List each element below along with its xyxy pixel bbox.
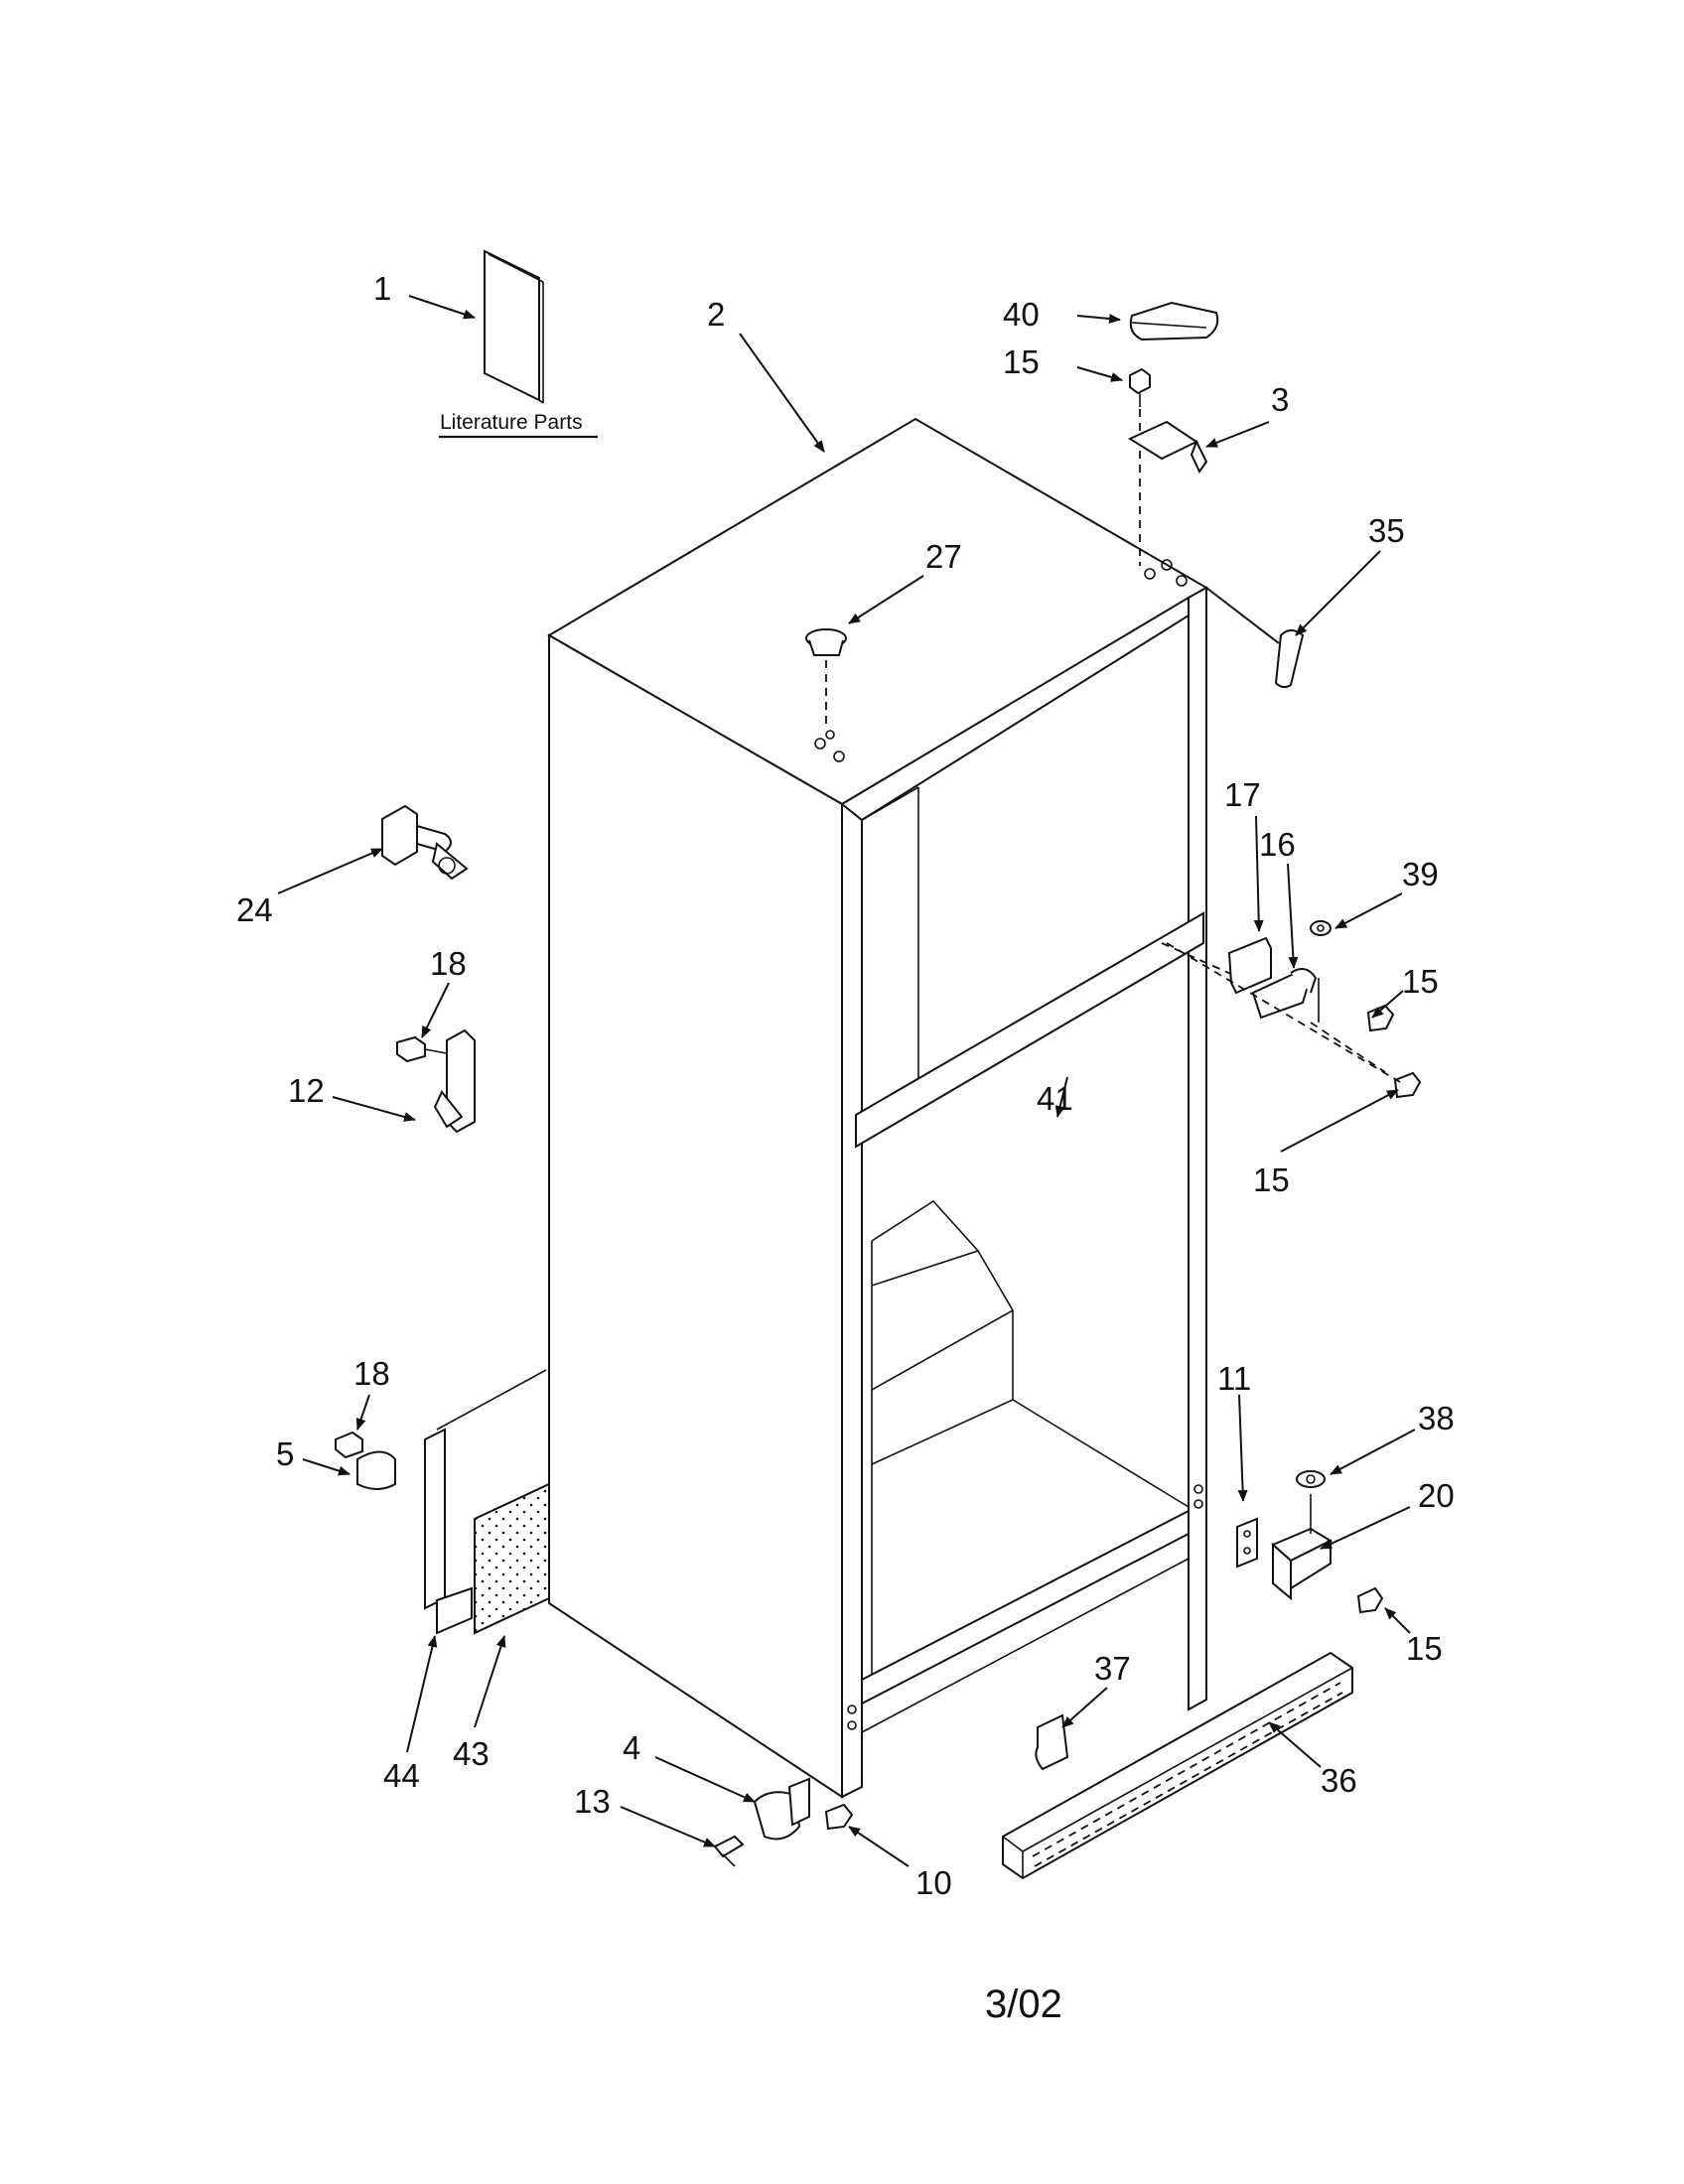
refrigerator-cabinet — [547, 417, 1208, 1799]
toe-grille-36 — [1002, 1651, 1353, 1880]
callout-24: 24 — [236, 891, 273, 928]
plug-27 — [805, 628, 847, 725]
callout-2: 2 — [707, 296, 725, 333]
callout-15-lower: 15 — [1253, 1161, 1290, 1198]
callout-37: 37 — [1094, 1650, 1131, 1687]
callout-15-top: 15 — [1003, 343, 1040, 380]
bracket-12 — [396, 1028, 476, 1134]
callout-39: 39 — [1402, 856, 1439, 892]
callout-18-upper: 18 — [430, 945, 467, 982]
literature-label: Literature Parts — [440, 411, 583, 434]
callout-20: 20 — [1418, 1477, 1455, 1514]
hinge-cap-35 — [1205, 587, 1305, 689]
lower-left-parts — [335, 1369, 550, 1635]
callout-15-center: 15 — [1402, 963, 1439, 1000]
callout-17: 17 — [1224, 776, 1261, 813]
bottom-hinge-assembly — [1271, 1470, 1384, 1614]
clip-37 — [1035, 1713, 1069, 1771]
shim-11 — [1236, 1517, 1258, 1569]
door-stop-24 — [381, 804, 469, 881]
revision-date: 3/02 — [985, 1982, 1062, 2026]
callout-16: 16 — [1259, 826, 1296, 863]
callout-44: 44 — [383, 1757, 420, 1794]
callout-40: 40 — [1003, 296, 1040, 333]
callout-27: 27 — [925, 538, 962, 575]
callout-43: 43 — [453, 1735, 490, 1772]
callout-15-bottom: 15 — [1406, 1630, 1443, 1667]
callout-18-lower: 18 — [353, 1355, 390, 1392]
callout-5: 5 — [276, 1435, 294, 1472]
callout-12: 12 — [288, 1072, 325, 1109]
top-hinge-assembly — [1127, 367, 1208, 566]
callout-10: 10 — [915, 1864, 952, 1901]
leader-lines — [277, 295, 1416, 1867]
literature-booklet: Literature Parts — [439, 249, 598, 439]
callout-13: 13 — [574, 1783, 611, 1820]
lower-hinge-parts — [713, 1777, 854, 1867]
callout-11: 11 — [1217, 1360, 1251, 1397]
callout-35: 35 — [1368, 512, 1405, 549]
callout-4: 4 — [623, 1729, 640, 1766]
callout-41: 41 — [1037, 1080, 1073, 1117]
callout-numbers: 1 2 3 4 5 10 11 12 13 15 15 15 15 16 17 … — [236, 270, 1455, 1901]
callout-38: 38 — [1418, 1400, 1455, 1436]
callout-3: 3 — [1271, 381, 1289, 418]
callout-36: 36 — [1321, 1762, 1357, 1799]
hinge-cover-40 — [1129, 301, 1219, 341]
callout-1: 1 — [373, 270, 391, 307]
